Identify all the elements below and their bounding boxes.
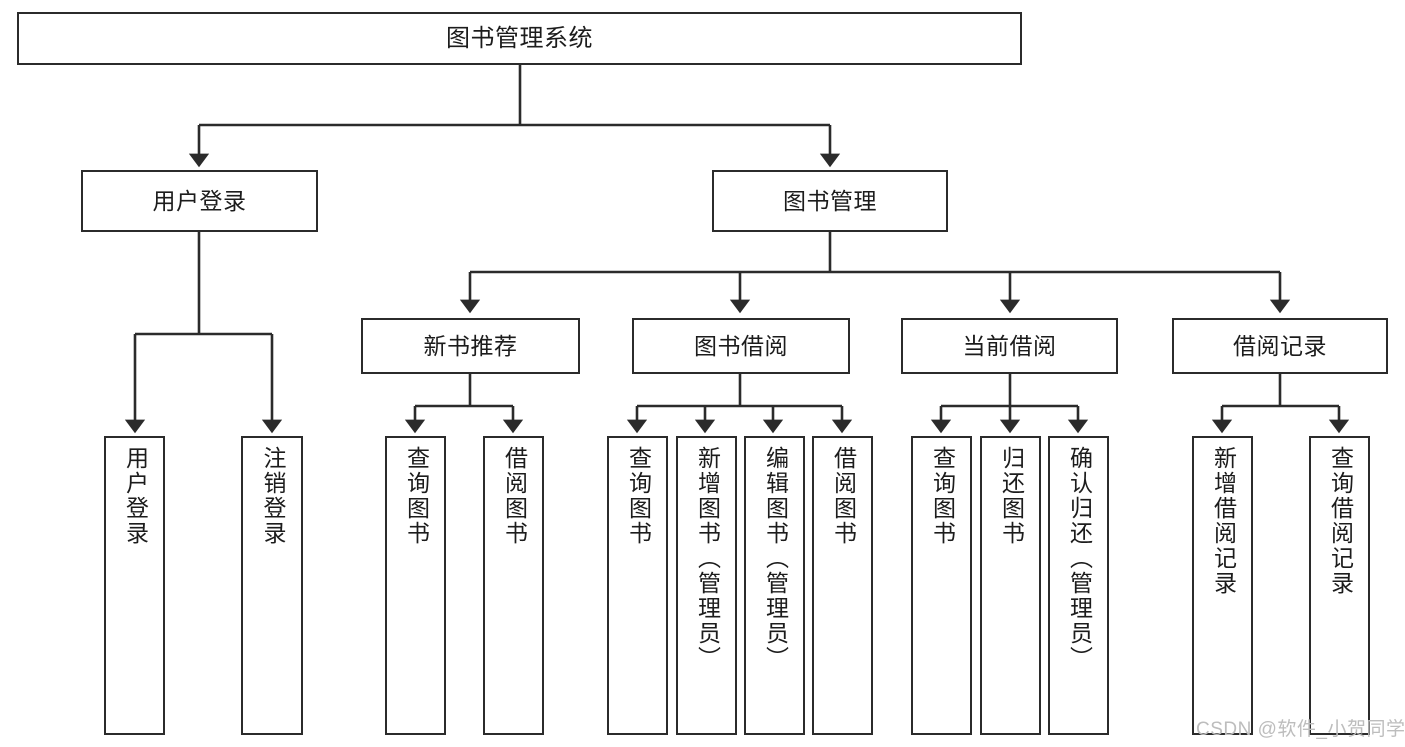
- node-label: 当前借阅: [962, 332, 1057, 359]
- node-label: 查询图书: [929, 446, 956, 546]
- leaf-record-query-record[interactable]: 查询借阅记录: [1309, 436, 1370, 735]
- node-label: 查询借阅记录: [1327, 446, 1354, 596]
- leaf-current-return-book[interactable]: 归还图书: [980, 436, 1041, 735]
- leaf-borrow-edit-book-admin[interactable]: 编辑图书（管理员）: [744, 436, 805, 735]
- node-label: 注销登录: [259, 446, 286, 546]
- node-user-login[interactable]: 用户登录: [81, 170, 318, 232]
- leaf-borrow-add-book-admin[interactable]: 新增图书（管理员）: [676, 436, 737, 735]
- node-label: 查询图书: [625, 446, 652, 546]
- leaf-borrow-borrow-book[interactable]: 借阅图书: [812, 436, 873, 735]
- node-label: 借阅记录: [1233, 332, 1327, 359]
- node-borrow-record[interactable]: 借阅记录: [1172, 318, 1388, 374]
- node-label: 新增图书（管理员）: [694, 446, 721, 671]
- node-label: 确认归还（管理员）: [1066, 446, 1093, 671]
- node-label: 图书管理: [783, 187, 877, 214]
- node-label: 借阅图书: [501, 446, 528, 546]
- node-label: 用户登录: [152, 187, 247, 214]
- node-label: 图书借阅: [694, 332, 788, 359]
- node-root-system[interactable]: 图书管理系统: [17, 12, 1022, 65]
- node-label: 新书推荐: [423, 332, 518, 359]
- node-new-book-recommend[interactable]: 新书推荐: [361, 318, 580, 374]
- leaf-borrow-query-book[interactable]: 查询图书: [607, 436, 668, 735]
- node-label: 借阅图书: [830, 446, 857, 546]
- leaf-recommend-query-book[interactable]: 查询图书: [385, 436, 446, 735]
- csdn-watermark: CSDN @软件_小贺同学: [1196, 719, 1405, 740]
- leaf-user-login[interactable]: 用户登录: [104, 436, 165, 735]
- leaf-record-add-record[interactable]: 新增借阅记录: [1192, 436, 1253, 735]
- leaf-current-confirm-return-admin[interactable]: 确认归还（管理员）: [1048, 436, 1109, 735]
- node-label: 编辑图书（管理员）: [762, 446, 789, 671]
- node-label: 用户登录: [122, 446, 149, 546]
- node-current-borrow[interactable]: 当前借阅: [901, 318, 1118, 374]
- leaf-user-logout[interactable]: 注销登录: [241, 436, 303, 735]
- leaf-recommend-borrow-book[interactable]: 借阅图书: [483, 436, 544, 735]
- node-label: 新增借阅记录: [1210, 446, 1237, 596]
- node-book-management[interactable]: 图书管理: [712, 170, 948, 232]
- node-label: 查询图书: [403, 446, 430, 546]
- node-label: 归还图书: [998, 446, 1025, 546]
- node-label: 图书管理系统: [446, 24, 593, 52]
- node-book-borrow[interactable]: 图书借阅: [632, 318, 850, 374]
- leaf-current-query-book[interactable]: 查询图书: [911, 436, 972, 735]
